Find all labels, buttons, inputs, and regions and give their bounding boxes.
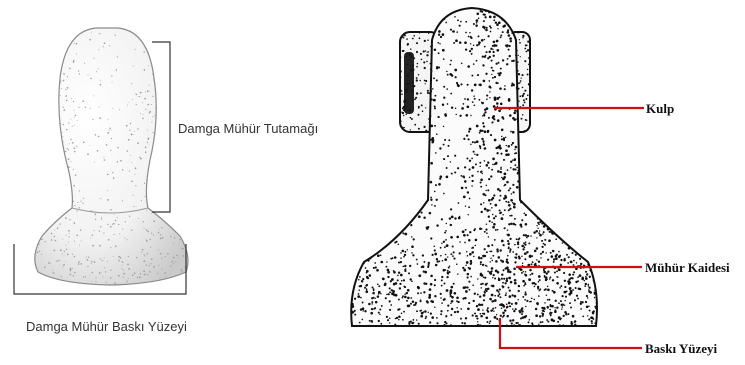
label-muhur-kaidesi: Mühür Kaidesi (645, 260, 730, 275)
label-baski-yuzeyi: Baskı Yüzeyi (645, 341, 717, 356)
left-seal-drawing (35, 28, 188, 285)
left-seal-body (35, 28, 188, 285)
right-seal-drawing (349, 5, 601, 329)
label-kulp: Kulp (646, 101, 674, 116)
handle-label: Damga Mühür Tutamağı (178, 121, 318, 136)
surface-label: Damga Mühür Baskı Yüzeyi (26, 319, 187, 334)
right-ear-inner (404, 52, 414, 114)
